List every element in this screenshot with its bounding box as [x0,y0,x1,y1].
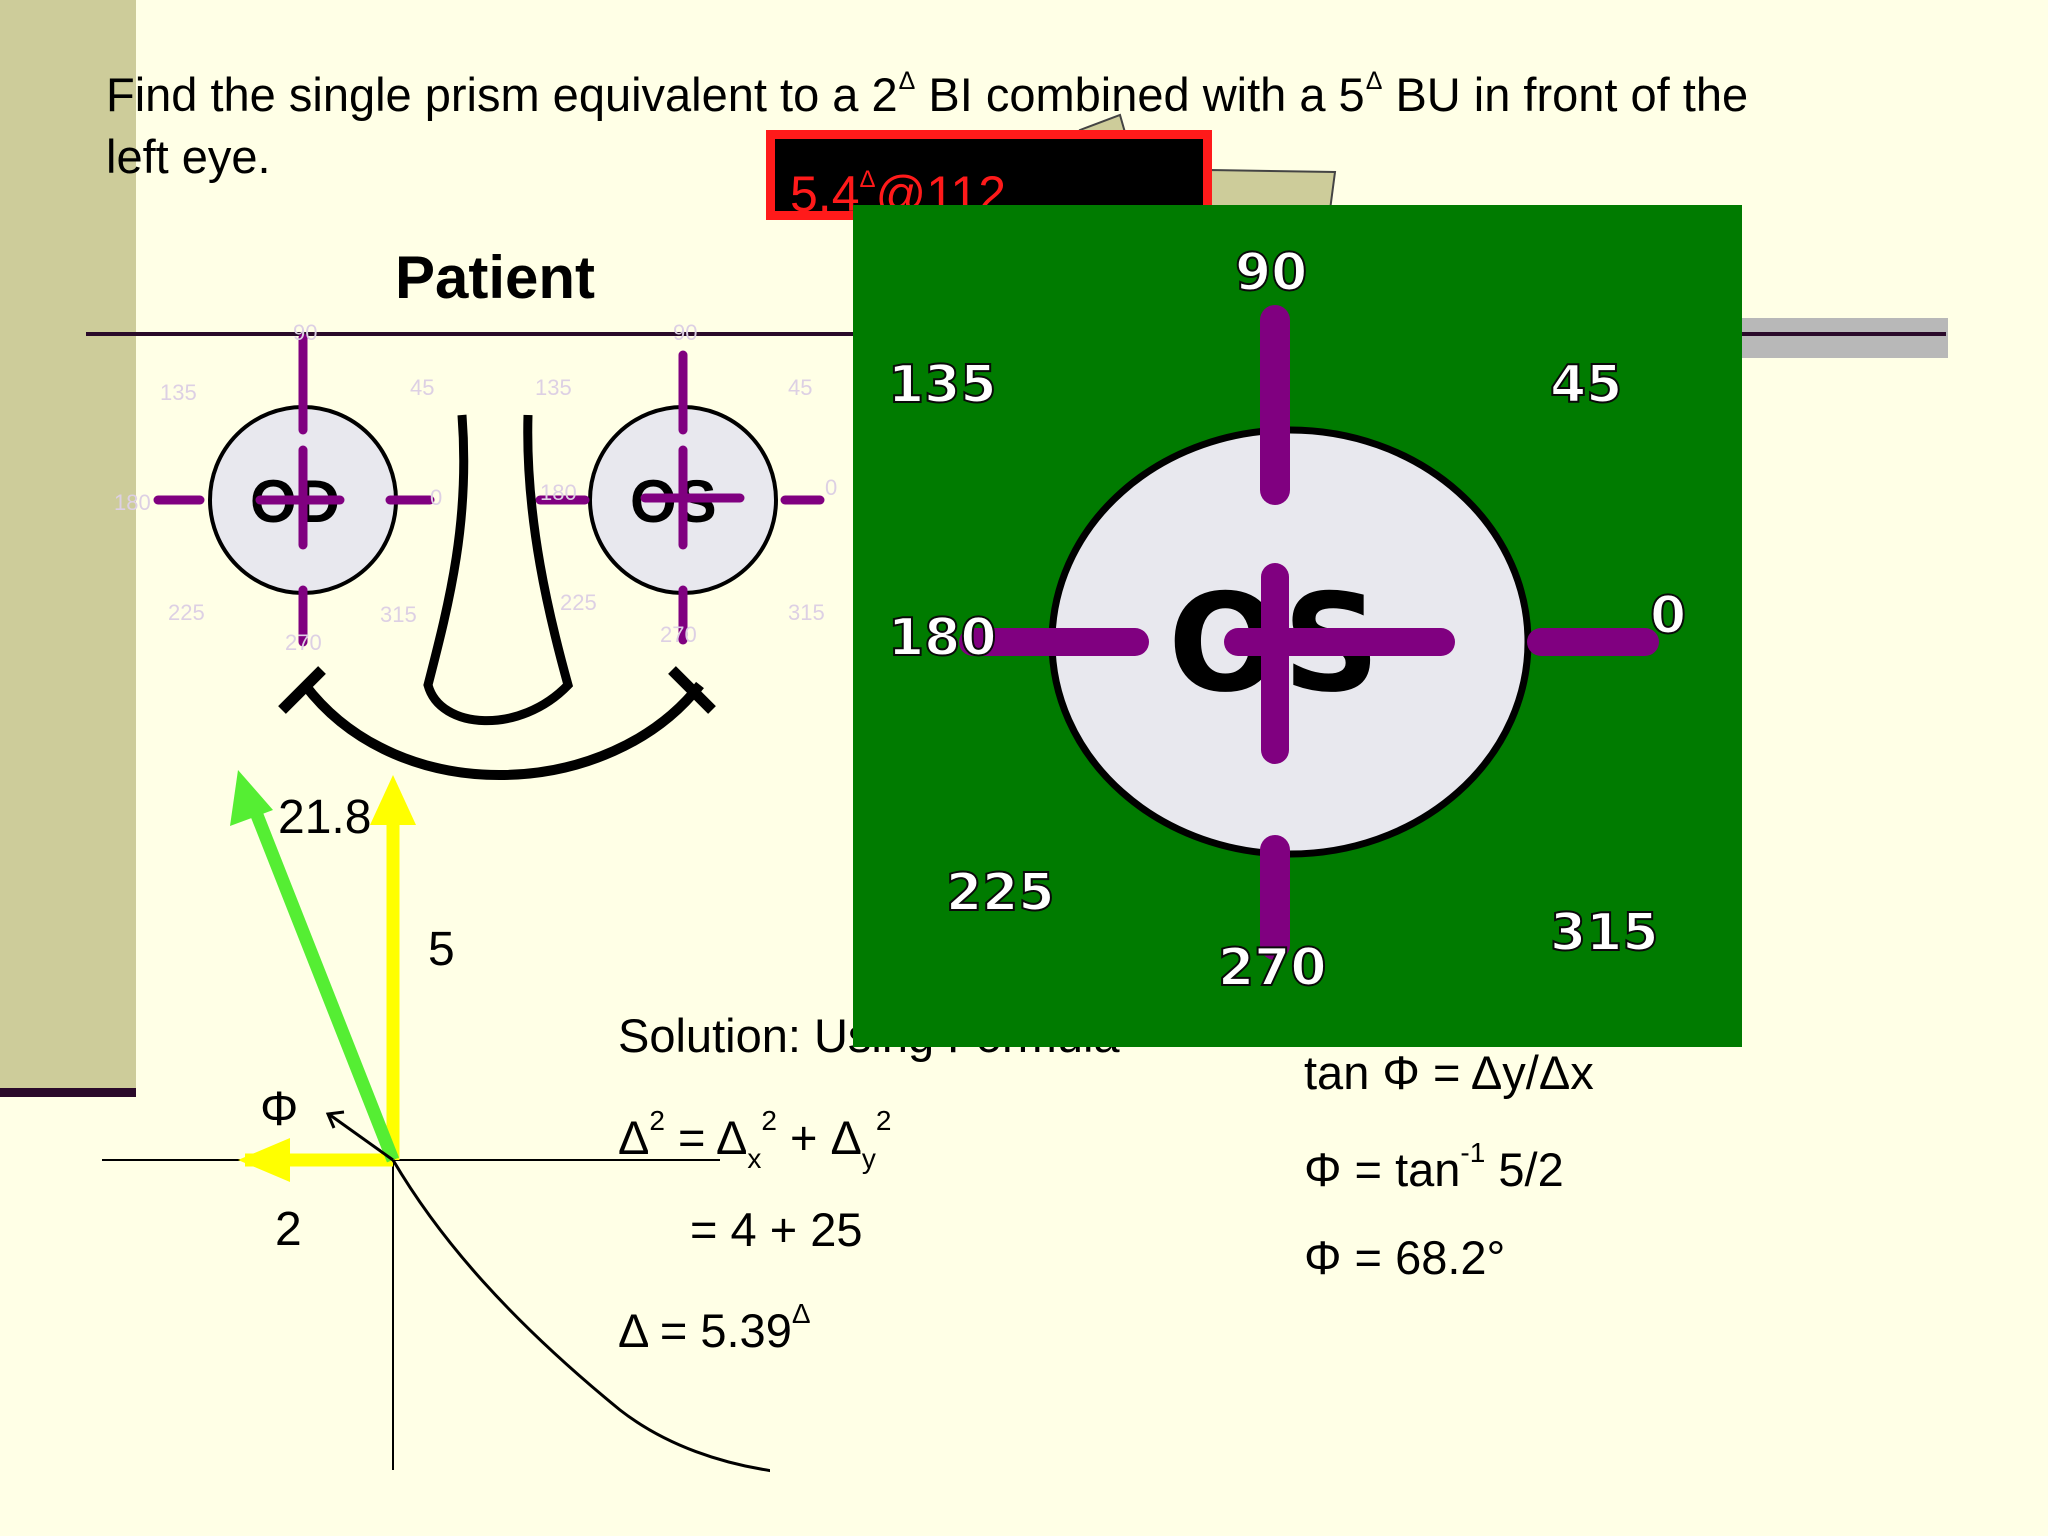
sidebar-divider [0,1088,136,1097]
slide-sidebar [0,0,136,1090]
zoom-deg-0: 0 [1650,586,1686,646]
os-eye: OS 90 135 45 180 0 225 315 270 [535,320,837,647]
mouth-smile [301,681,704,780]
patient-label: Patient [395,244,596,311]
nose-outline [423,414,574,726]
formula-arctan: Φ = tan-1 5/2 [1304,1137,1564,1196]
horizontal-label: 2 [275,1203,302,1256]
od-deg-180: 180 [114,490,151,515]
zoom-deg-135: 135 [888,355,997,415]
zoom-deg-315: 315 [1550,903,1659,963]
equation-1: Δ2 = Δx2 + Δy2 [618,1105,892,1174]
od-deg-0: 0 [430,485,442,510]
os-deg-315: 315 [788,600,825,625]
question-text: Find the single prism equivalent to a 2Δ… [106,67,1749,183]
os-deg-270: 270 [660,622,697,647]
os-deg-225: 225 [560,590,597,615]
od-deg-135: 135 [160,380,197,405]
zoom-deg-225: 225 [946,863,1055,923]
resultant-vector [248,807,400,1163]
os-deg-0: 0 [825,475,837,500]
formula-tan: tan Φ = Δy/Δx [1304,1046,1594,1099]
vertical-label: 5 [428,923,455,976]
os-deg-90: 90 [673,320,697,345]
od-eye: OD 90 135 45 180 0 225 315 270 [114,320,442,655]
patient-face-diagram: OD 90 135 45 180 0 225 315 270 OS 90 135 [114,320,837,780]
zoom-deg-45: 45 [1550,355,1622,415]
formula-result: Φ = 68.2° [1304,1231,1506,1284]
od-deg-45: 45 [410,375,434,400]
zoomed-os-panel: OS 90 135 45 180 0 225 315 270 [853,205,1742,1047]
equation-2: = 4 + 25 [690,1203,863,1256]
os-deg-135: 135 [535,375,572,400]
os-deg-180: 180 [540,480,577,505]
od-deg-270: 270 [285,630,322,655]
zoom-deg-270: 270 [1218,938,1327,998]
zoom-deg-180: 180 [888,608,997,668]
od-deg-315: 315 [380,602,417,627]
os-deg-45: 45 [788,375,812,400]
angle-label: 21.8 [278,791,371,844]
gray-band [1740,318,1948,358]
zoom-deg-90: 90 [1235,243,1307,303]
angle-link-curve [391,1159,770,1473]
phi-label: Φ [260,1083,298,1136]
vector-diagram: 21.8 5 2 Φ [102,770,770,1473]
equation-3: Δ = 5.39Δ [618,1298,811,1357]
od-deg-225: 225 [168,600,205,625]
zoomed-os-svg: OS 90 135 45 180 0 225 315 270 [887,242,1687,999]
od-deg-90: 90 [293,320,317,345]
